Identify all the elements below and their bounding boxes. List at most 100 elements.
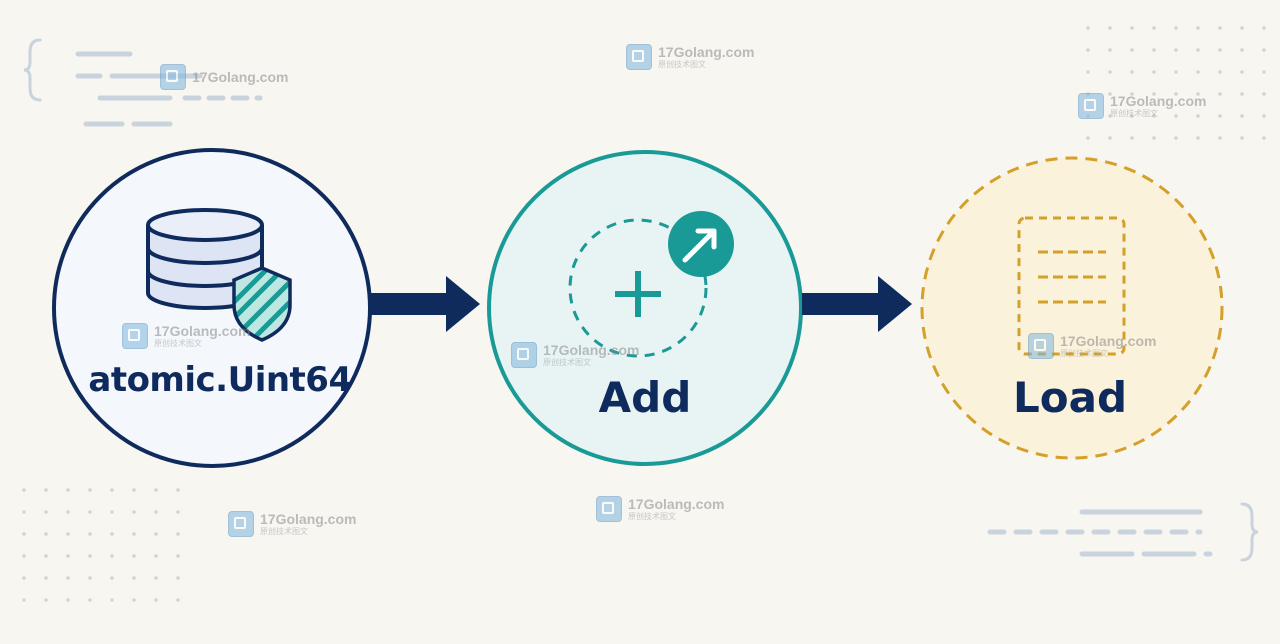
decor-dot: [1130, 48, 1134, 52]
decor-dot: [1130, 92, 1134, 96]
decor-dot: [1262, 70, 1266, 74]
watermark-subtext: 原创技术图文: [1060, 349, 1108, 358]
decor-dot: [88, 554, 92, 558]
decor-dot: [154, 488, 158, 492]
decor-dot: [1218, 114, 1222, 118]
decor-dot: [176, 532, 180, 536]
decor-dot: [176, 510, 180, 514]
watermark: 17Golang.com: [160, 64, 288, 90]
decor-dot: [88, 532, 92, 536]
decor-dot: [1262, 136, 1266, 140]
decor-dot: [154, 576, 158, 580]
decor-dot: [44, 554, 48, 558]
decor-dot: [1108, 92, 1112, 96]
decor-dot: [1174, 136, 1178, 140]
decor-dot: [132, 532, 136, 536]
decor-dot: [110, 598, 114, 602]
decor-dot: [132, 488, 136, 492]
decor-dot: [1174, 26, 1178, 30]
decor-dot: [176, 554, 180, 558]
watermark-text: 17Golang.com: [1110, 93, 1207, 109]
decor-dot: [1262, 48, 1266, 52]
watermark-logo-icon: [228, 511, 254, 537]
decor-dot: [132, 576, 136, 580]
decor-dot: [88, 576, 92, 580]
decor-dot: [66, 510, 70, 514]
decor-dot: [154, 532, 158, 536]
node-load: [920, 156, 1224, 460]
watermark-logo-icon: [160, 64, 186, 90]
decor-dot: [1240, 136, 1244, 140]
decor-dot: [88, 488, 92, 492]
decor-dot: [1240, 92, 1244, 96]
decor-dot: [1240, 48, 1244, 52]
decor-dot: [1196, 26, 1200, 30]
step-label-load: Load: [1012, 373, 1128, 422]
decor-dot: [88, 510, 92, 514]
decor-dot: [88, 598, 92, 602]
watermark-text: 17Golang.com: [1060, 333, 1157, 349]
arrow-1: [370, 276, 480, 332]
node-atomic-uint64: [52, 148, 372, 468]
dashed-ring-icon: [568, 218, 708, 358]
arrow-up-right-icon: [668, 211, 734, 277]
decor-dot: [1196, 70, 1200, 74]
decor-dot: [1262, 114, 1266, 118]
decor-dot: [1108, 70, 1112, 74]
decor-dot: [22, 510, 26, 514]
decor-dot: [1152, 92, 1156, 96]
decor-dot: [132, 510, 136, 514]
decor-dot: [110, 532, 114, 536]
watermark-subtext: 原创技术图文: [543, 358, 591, 367]
decor-dot: [1152, 48, 1156, 52]
decor-dot: [1262, 26, 1266, 30]
decor-dot: [22, 488, 26, 492]
decor-dot: [1152, 136, 1156, 140]
watermark-logo-icon: [122, 323, 148, 349]
decor-dot: [176, 488, 180, 492]
watermark-subtext: 原创技术图文: [154, 339, 202, 348]
watermark-logo-icon: [511, 342, 537, 368]
decor-dot: [1196, 92, 1200, 96]
decor-dot: [110, 488, 114, 492]
decor-dot: [1174, 114, 1178, 118]
decor-dot: [66, 576, 70, 580]
decor-dot: [1196, 136, 1200, 140]
decor-dot: [1108, 26, 1112, 30]
decor-dot: [66, 554, 70, 558]
decor-dot: [1086, 70, 1090, 74]
decor-dots-top-right: [1086, 26, 1266, 140]
decor-dot: [1086, 26, 1090, 30]
node-add: [487, 150, 803, 466]
watermark-text: 17Golang.com: [192, 69, 289, 85]
decor-dot: [1152, 70, 1156, 74]
watermark-text: 17Golang.com: [628, 496, 725, 512]
decor-dot: [1240, 70, 1244, 74]
watermark-subtext: 原创技术图文: [658, 60, 706, 69]
decor-dot: [110, 576, 114, 580]
decor-dot: [1108, 114, 1112, 118]
decor-dot: [66, 488, 70, 492]
decor-dot: [132, 554, 136, 558]
decor-dot: [1130, 114, 1134, 118]
step-label-add: Add: [598, 373, 692, 422]
decor-code-bottom-right: [987, 502, 1259, 562]
decor-dot: [44, 576, 48, 580]
decor-dot: [1218, 92, 1222, 96]
decor-dot: [1152, 114, 1156, 118]
decor-dot: [1130, 26, 1134, 30]
decor-dot: [132, 598, 136, 602]
decor-dot: [1130, 70, 1134, 74]
decor-dot: [154, 598, 158, 602]
decor-dot: [44, 510, 48, 514]
decor-dot: [1174, 92, 1178, 96]
decor-dot: [44, 532, 48, 536]
decor-dot: [154, 554, 158, 558]
watermark-text: 17Golang.com: [543, 342, 640, 358]
